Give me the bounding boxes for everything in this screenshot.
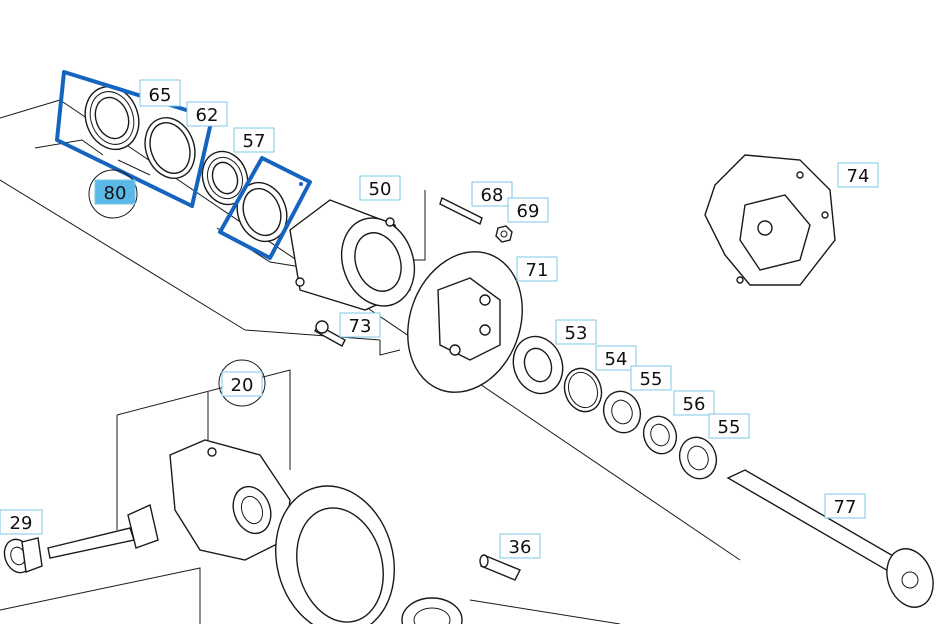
callout-text-36: 36 [509,537,532,558]
callout-text-54: 54 [605,349,628,370]
callout-box-68 [471,181,513,207]
part-55-lock-washer-b[interactable] [674,432,722,484]
part-65-ring-bearing[interactable] [77,79,148,157]
callout-text-65: 65 [149,85,172,106]
callout-69[interactable]: 69 [507,197,549,223]
callout-text-57: 57 [243,131,266,152]
callout-55b[interactable]: 55 [708,413,750,439]
callout-text-20: 20 [231,375,254,396]
callout-box-53 [555,319,597,345]
callout-box-57 [233,127,275,153]
part-62-seal-ring[interactable] [137,111,203,186]
callout-text-50: 50 [369,179,392,200]
part-56-lock-nut[interactable] [638,412,681,459]
callout-29[interactable]: 29 [0,509,43,535]
callout-text-71: 71 [526,260,549,281]
part-bottom-bearing[interactable] [401,597,463,624]
part-36-pin[interactable] [479,554,521,581]
callout-box-55a [630,365,672,391]
part-77-drive-shaft[interactable] [726,469,937,614]
callout-box-65 [139,79,181,107]
callout-text-55b: 55 [718,417,741,438]
callout-box-80 [94,179,136,205]
callout-50[interactable]: 50 [359,175,401,201]
callout-text-56: 56 [683,394,706,415]
callout-text-73: 73 [349,316,372,337]
part-69-nut[interactable] [495,225,513,243]
callout-box-36 [499,533,541,559]
callout-55a[interactable]: 55 [630,365,672,391]
callout-labels: 65 62 57 80 50 68 69 71 74 73 53 54 55 56 55 20 29 77 36 [0,79,879,559]
part-68-stud-bolt[interactable] [439,197,483,225]
callout-text-80: 80 [104,183,127,204]
callout-box-62 [186,101,228,127]
callout-box-69 [507,197,549,223]
selection-highlight-group-2 [218,156,312,260]
callout-text-55a: 55 [640,369,663,390]
callout-56[interactable]: 56 [673,390,715,416]
callout-box-73 [339,312,381,338]
callout-box-74 [837,162,879,188]
part-54-snap-ring[interactable] [559,363,608,417]
callout-text-69: 69 [517,201,540,222]
callout-57[interactable]: 57 [233,127,275,153]
callout-circle-80 [88,169,138,219]
part-74-differential-case[interactable] [704,154,836,286]
callout-box-20 [221,371,263,397]
callout-53[interactable]: 53 [555,319,597,345]
callout-74[interactable]: 74 [837,162,879,188]
part-pinion-shaft[interactable] [47,504,159,559]
callout-box-55b [708,413,750,439]
part-73-bolt[interactable] [314,320,346,347]
part-29-bearing[interactable] [0,536,43,577]
callout-text-62: 62 [196,105,219,126]
callout-text-74: 74 [847,166,870,187]
callout-circle-20 [218,359,266,407]
callout-text-29: 29 [10,513,33,534]
part-71-cover-plate[interactable] [389,236,542,409]
callout-box-77 [824,493,866,519]
callout-text-53: 53 [565,323,588,344]
callout-36[interactable]: 36 [499,533,541,559]
callout-73[interactable]: 73 [339,312,381,338]
part-80-shim[interactable] [229,176,295,249]
callout-box-71 [516,256,558,282]
callout-box-54 [595,345,637,371]
part-ring-gear[interactable] [260,473,411,624]
part-55-lock-washer-a[interactable] [598,386,646,438]
callout-20[interactable]: 20 [221,371,263,397]
callout-80[interactable]: 80 [94,179,136,205]
callout-text-68: 68 [481,185,504,206]
callout-65[interactable]: 65 [139,79,181,107]
callout-68[interactable]: 68 [471,181,513,207]
callout-62[interactable]: 62 [186,101,228,127]
callout-box-29 [0,509,43,535]
callout-71[interactable]: 71 [516,256,558,282]
part-20-differential-assembly[interactable] [169,439,291,561]
part-53-bearing[interactable] [506,330,571,401]
callout-box-56 [673,390,715,416]
callout-box-50 [359,175,401,201]
callout-54[interactable]: 54 [595,345,637,371]
part-50-housing[interactable] [289,199,426,316]
callout-text-77: 77 [834,497,857,518]
callout-77[interactable]: 77 [824,493,866,519]
